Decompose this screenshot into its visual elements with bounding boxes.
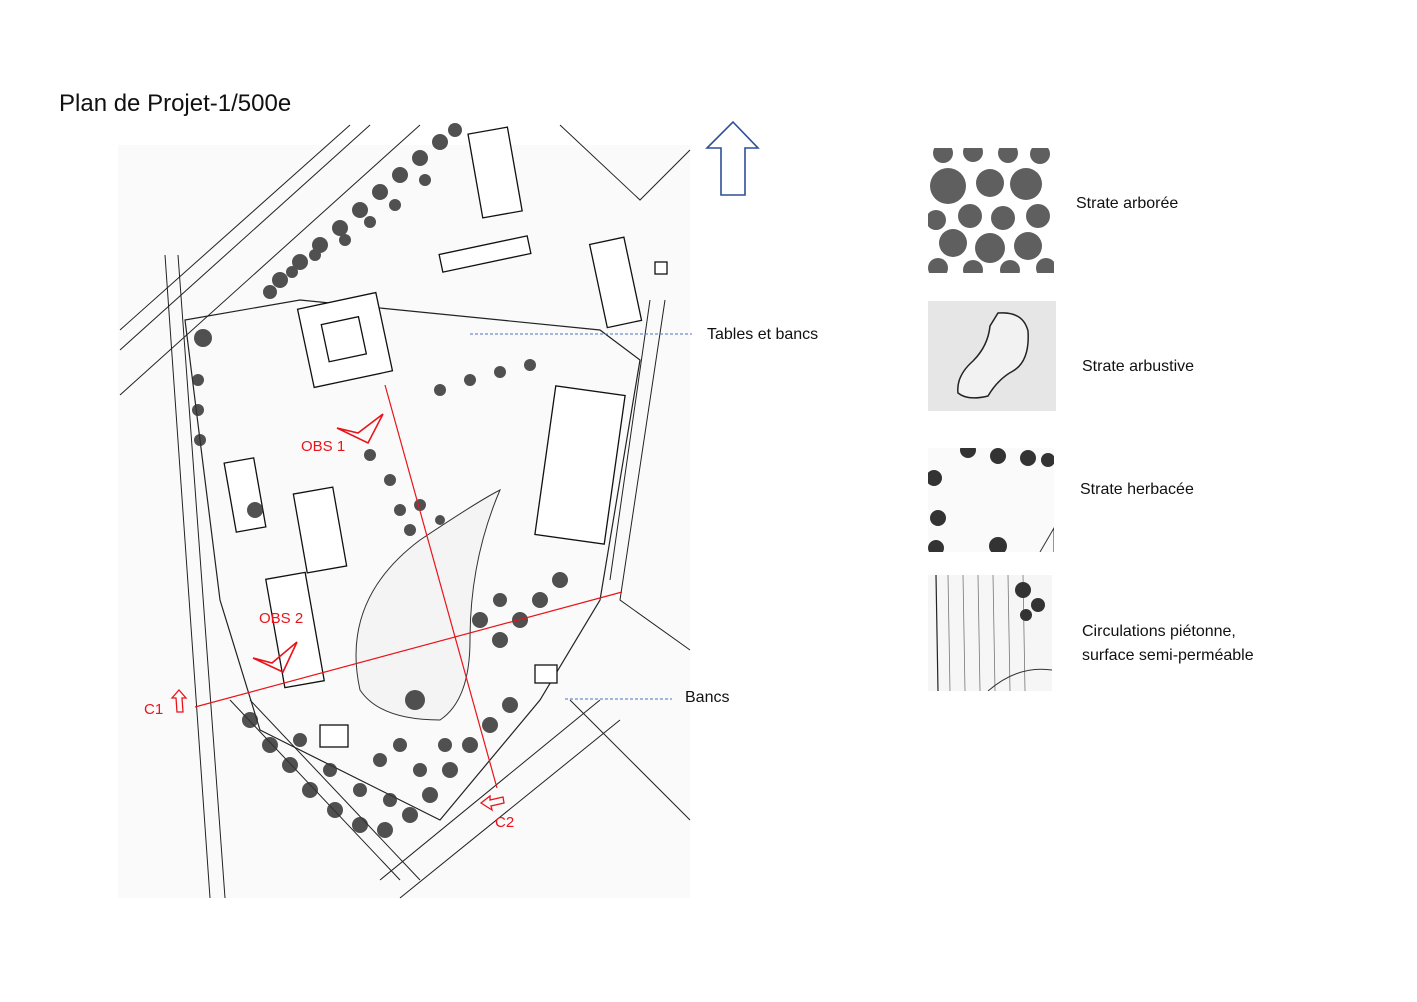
lawn-area bbox=[355, 488, 501, 721]
legend-label-circulations: Circulations piétonne, surface semi-perm… bbox=[1082, 620, 1254, 668]
north-arrow-icon bbox=[705, 120, 760, 196]
obs2-view-icon bbox=[252, 641, 298, 674]
section-line-c1 bbox=[194, 591, 623, 708]
c2-label: C2 bbox=[495, 814, 515, 831]
legend-label-circulations-line1: Circulations piétonne, bbox=[1082, 623, 1236, 640]
legend-label-circulations-line2: surface semi-perméable bbox=[1082, 647, 1254, 664]
herbaceous-pattern-icon bbox=[928, 448, 1054, 552]
shrub-pattern-icon bbox=[957, 312, 1029, 399]
legend-swatch-herbacee bbox=[928, 448, 1054, 552]
legend-swatch-circulations bbox=[928, 575, 1052, 691]
obs2-label: OBS 2 bbox=[259, 610, 304, 627]
trees bbox=[192, 123, 568, 838]
obs1-view-icon bbox=[336, 413, 384, 445]
legend-swatch-arbustive bbox=[928, 301, 1056, 411]
c1-arrow-icon bbox=[170, 689, 188, 713]
c2-arrow-icon bbox=[479, 794, 505, 812]
legend-swatch-arboree bbox=[928, 148, 1054, 273]
legend-label-arboree: Strate arborée bbox=[1076, 195, 1179, 212]
buildings bbox=[223, 126, 668, 748]
obs1-label: OBS 1 bbox=[301, 438, 346, 455]
legend-label-herbacee: Strate herbacée bbox=[1080, 481, 1194, 498]
page-title: Plan de Projet-1/500e bbox=[59, 90, 292, 117]
section-line-c2 bbox=[384, 384, 498, 789]
tables-et-bancs-label: Tables et bancs bbox=[707, 326, 819, 343]
path-surface-pattern-icon bbox=[935, 575, 1052, 691]
bancs-label: Bancs bbox=[685, 689, 730, 706]
tree-canopy-pattern-icon bbox=[928, 148, 1054, 273]
legend-label-arbustive: Strate arbustive bbox=[1082, 358, 1195, 375]
c1-label: C1 bbox=[144, 701, 164, 718]
